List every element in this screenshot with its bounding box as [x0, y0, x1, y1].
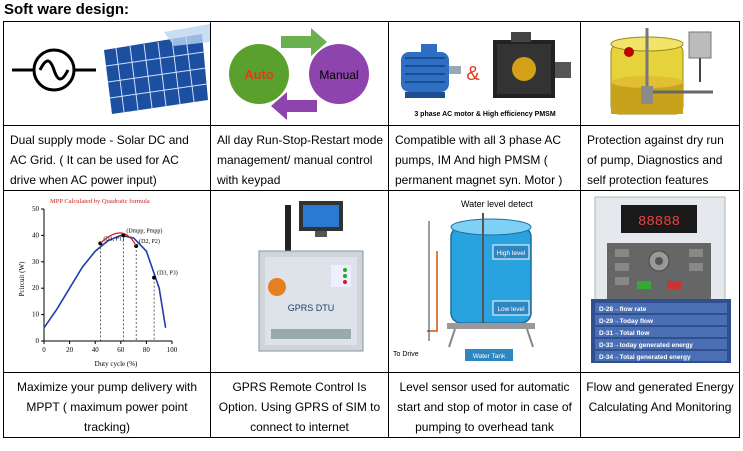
chart-y-tick-label: 0 [36, 337, 40, 345]
water-level-title: Water level detect [461, 199, 533, 209]
display-item-bg [595, 339, 727, 349]
mppt-annotation: MPP Calculated by Quadratic formula [50, 198, 150, 205]
mppt-chart-cell: 0 20 40 60 80 100 0 10 20 30 40 50 (D1, P1)(Dmpp, P… [3, 190, 211, 373]
water-tank-icon [447, 218, 535, 348]
low-level-label: Low level [497, 306, 525, 313]
page-title: Soft ware design: [4, 1, 130, 18]
chart-y-tick-label: 50 [32, 205, 40, 213]
gprs-image: GPRS DTU [210, 190, 389, 373]
solar-panel-icon [104, 24, 210, 114]
feature-images-row-2: 0 20 40 60 80 100 0 10 20 30 40 50 (D1, P1)(Dmpp, P… [3, 190, 740, 373]
feature-captions-row-1: Dual supply mode - Solar DC and AC Grid.… [3, 125, 740, 191]
chart-y-tick-label: 40 [32, 231, 40, 239]
chart-x-tick-label: 20 [66, 346, 74, 354]
water-tank-label: Water Tank [473, 353, 506, 360]
solar-ac-image [3, 21, 211, 126]
gprs-device-icon: GPRS DTU [258, 250, 364, 352]
dry-run-tank-icon [610, 28, 713, 115]
gprs-label: GPRS DTU [288, 303, 335, 313]
high-level-label: High level [497, 250, 526, 257]
chart-y-tick-label: 20 [32, 284, 40, 292]
chart-xlabel: Duty cycle (%) [95, 360, 138, 368]
mppt-chart: 0 20 40 60 80 100 0 10 20 30 40 50 (D1, P1)(Dmpp, P… [18, 198, 178, 368]
dry-run-image [580, 21, 740, 126]
ampersand-label: & [466, 63, 480, 85]
display-item-bg [595, 303, 727, 313]
to-drive-label: To Drive [393, 351, 419, 358]
caption-run-stop: All day Run-Stop-Restart mode management… [217, 133, 384, 187]
display-item-bg [595, 351, 727, 361]
caption-dual-supply: Dual supply mode - Solar DC and AC Grid.… [10, 133, 189, 187]
caption-compatible: Compatible with all 3 phase AC pumps, IM… [395, 133, 563, 187]
display-item: D-33→today generated energy [599, 342, 693, 349]
ac-motor-icon [401, 44, 461, 98]
motors-image: & 3 phase AC motor & High efficiency PMS… [388, 21, 581, 126]
motor-caption: 3 phase AC motor & High efficiency PMSM [414, 111, 555, 118]
caption-mppt: Maximize your pump delivery with MPPT ( … [16, 380, 198, 434]
chart-x-tick-label: 100 [167, 346, 178, 354]
caption-gprs: GPRS Remote Control Is Option. Using GPR… [218, 380, 381, 434]
chart-point-label: (D3, P3) [157, 270, 178, 277]
chart-x-tick-label: 40 [92, 346, 100, 354]
chart-y-tick-label: 30 [32, 258, 40, 266]
chart-point-label: (D1, P1) [103, 235, 124, 242]
caption-protection: Protection against dry run of pump, Diag… [587, 133, 724, 187]
auto-manual-image: Auto Manual [210, 21, 389, 126]
auto-circle-icon [229, 44, 289, 104]
chart-series-line [43, 234, 167, 329]
display-item: D-28→flow rate [599, 306, 647, 313]
feature-images-row-1: Auto Manual [3, 21, 740, 126]
chart-point [152, 275, 157, 280]
display-readout: 88888 [638, 214, 680, 230]
chart-quadratic-fit [99, 232, 137, 247]
chart-x-tick-label: 80 [143, 346, 151, 354]
chart-point-label: (D2, P2) [139, 238, 160, 245]
manual-circle-icon [309, 44, 369, 104]
chart-y-tick-label: 10 [32, 311, 40, 319]
display-item: D-34→Total generated energy [599, 354, 691, 361]
chart-ylabel: Pcircuit (W) [18, 261, 26, 296]
feature-table: Auto Manual [3, 21, 740, 438]
manual-label: Manual [319, 68, 358, 82]
feature-captions-row-2: Maximize your pump delivery with MPPT ( … [3, 372, 740, 438]
display-item-bg [595, 327, 727, 337]
caption-flow-energy: Flow and generated Energy Calculating An… [586, 380, 734, 414]
arrow-left-icon [271, 92, 317, 120]
display-item-bg [595, 315, 727, 325]
pmsm-motor-icon [493, 32, 571, 98]
display-item: D-31→Total flow [599, 330, 650, 337]
water-tank-image: Water level detect High level Low level [388, 190, 581, 373]
antenna-icon [285, 205, 291, 255]
chart-x-tick-label: 60 [117, 346, 125, 354]
chart-x-tick-label: 0 [42, 346, 46, 354]
auto-label: Auto [244, 67, 274, 82]
arrow-right-icon [281, 28, 327, 56]
chart-point-label: (Dmpp, Pmpp) [126, 227, 162, 234]
caption-level-sensor: Level sensor used for automatic start an… [397, 380, 572, 434]
display-item: D-29→Today flow [599, 318, 654, 325]
vfd-drive-icon: 88888 [594, 196, 726, 310]
sensor-icon [688, 31, 712, 82]
